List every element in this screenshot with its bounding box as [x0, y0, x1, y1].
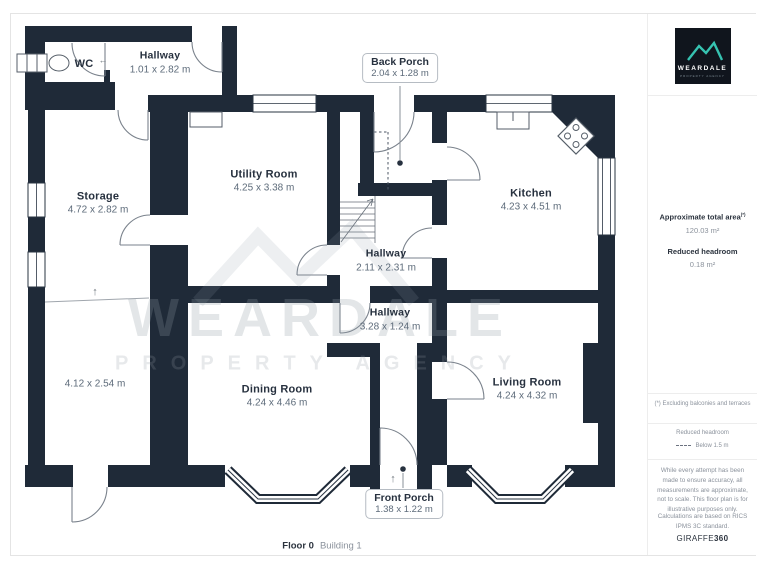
watermark-subtext: PROPERTY AGENCY — [114, 352, 526, 375]
room-label-hallway-lower: Hallway 3.28 x 1.24 m — [359, 306, 421, 333]
area-value: 120.03 m² — [685, 225, 720, 235]
dashed-line-swatch — [676, 444, 692, 446]
excluding-note: (*) Excluding balconies and terraces — [654, 401, 751, 407]
wc-sink — [48, 54, 70, 72]
mountain-icon — [686, 40, 723, 61]
giraffe360-brand: GIRAFFE360 — [676, 534, 729, 543]
callout-back-porch: Back Porch 2.04 x 1.28 m — [362, 53, 438, 83]
building-number: Building 1 — [319, 540, 362, 552]
bay-windows — [224, 466, 576, 504]
disclaimer-text: While every attempt has been made to ens… — [657, 467, 748, 513]
walls-layer — [25, 26, 615, 512]
legend-title: Reduced headroom — [676, 430, 729, 436]
floor-label: Floor 0 Building 1 — [282, 541, 361, 552]
watermark-mountain — [193, 218, 419, 307]
utility-counter — [189, 111, 223, 128]
logo-name: WEARDALE — [677, 65, 728, 72]
room-label-dining: Dining Room 4.24 x 4.46 m — [241, 383, 313, 409]
storage-divider — [44, 297, 150, 303]
room-label-storage-lower: 4.12 x 2.54 m — [64, 378, 126, 390]
info-sidebar: WEARDALE PROPERTY AGENCY Approximate tot… — [647, 14, 757, 555]
room-label-wc: WC — [74, 57, 94, 70]
callout-front-porch: Front Porch 1.38 x 1.22 m — [365, 489, 443, 519]
fixtures-layer — [16, 53, 595, 155]
room-label-storage: Storage 4.72 x 2.82 m — [67, 190, 129, 216]
sidebar-divider — [648, 423, 757, 424]
headroom-value: 0.18 m² — [689, 259, 716, 269]
wc-unit — [16, 53, 48, 73]
stairs — [340, 196, 376, 243]
floor-number: Floor 0 — [282, 540, 314, 552]
logo-tagline: PROPERTY AGENCY — [680, 73, 725, 78]
room-label-living: Living Room 4.24 x 4.32 m — [492, 376, 562, 402]
watermark-text: WEARDALE — [128, 288, 512, 348]
hob — [557, 117, 595, 155]
room-label-hallway-top: Hallway 1.01 x 2.82 m — [129, 49, 191, 76]
wc-entry-arrow-icon: ← — [98, 55, 108, 65]
standard-text: Calculations are based on RICS IPMS 3C s… — [657, 513, 748, 530]
doors-layer — [71, 41, 485, 523]
room-label-hallway-mid: Hallway 2.11 x 2.31 m — [356, 247, 416, 274]
entrance-up-arrow-icon: ↑ — [390, 473, 396, 485]
weardale-logo: WEARDALE PROPERTY AGENCY — [674, 28, 731, 84]
room-label-kitchen: Kitchen 4.23 x 4.51 m — [500, 187, 562, 213]
callout-leaders — [397, 86, 406, 488]
area-title: Approximate total area(*) — [659, 212, 746, 222]
storage-up-arrow-icon: ↑ — [92, 286, 98, 298]
headroom-title: Reduced headroom — [667, 246, 738, 256]
room-label-utility: Utility Room 4.25 x 3.38 m — [230, 168, 298, 194]
sidebar-divider — [648, 95, 757, 96]
reduced-headroom-boundary — [374, 131, 389, 190]
sidebar-divider — [648, 459, 757, 460]
area-section: Approximate total area(*) 120.03 m² Redu… — [648, 212, 757, 269]
sidebar-divider — [648, 393, 757, 394]
legend-row: Below 1.5 m — [648, 442, 757, 451]
legend-section: Reduced headroom Below 1.5 m — [648, 429, 757, 451]
